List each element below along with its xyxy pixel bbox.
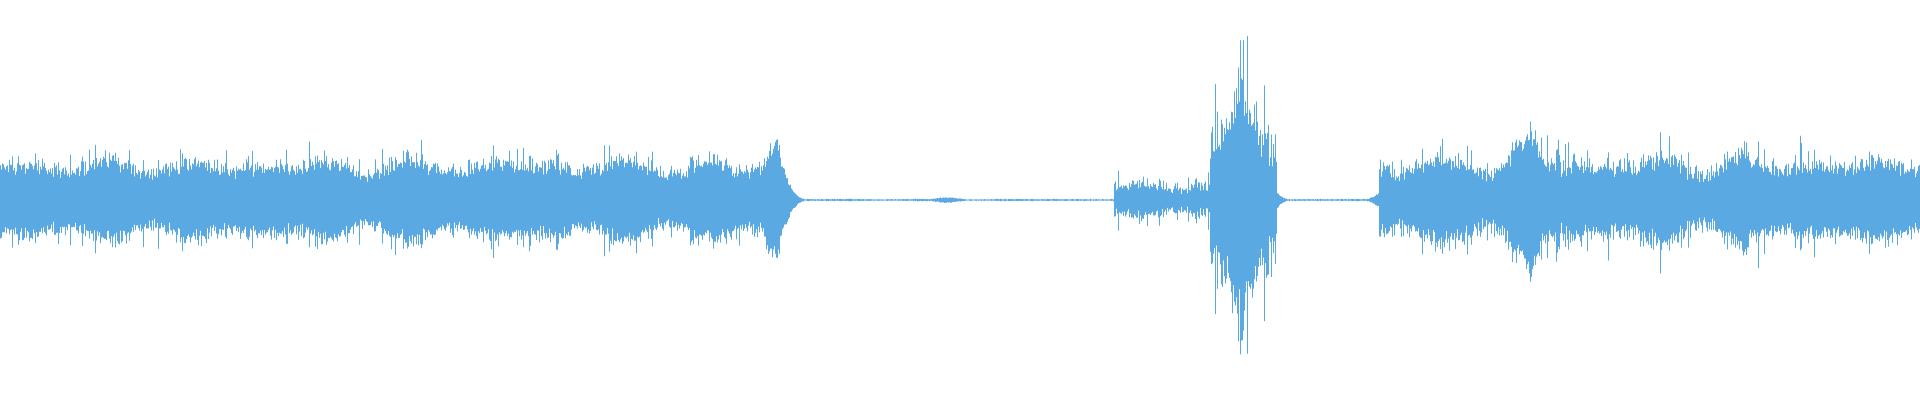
waveform-bars xyxy=(0,35,1920,355)
waveform-path xyxy=(0,35,1920,355)
